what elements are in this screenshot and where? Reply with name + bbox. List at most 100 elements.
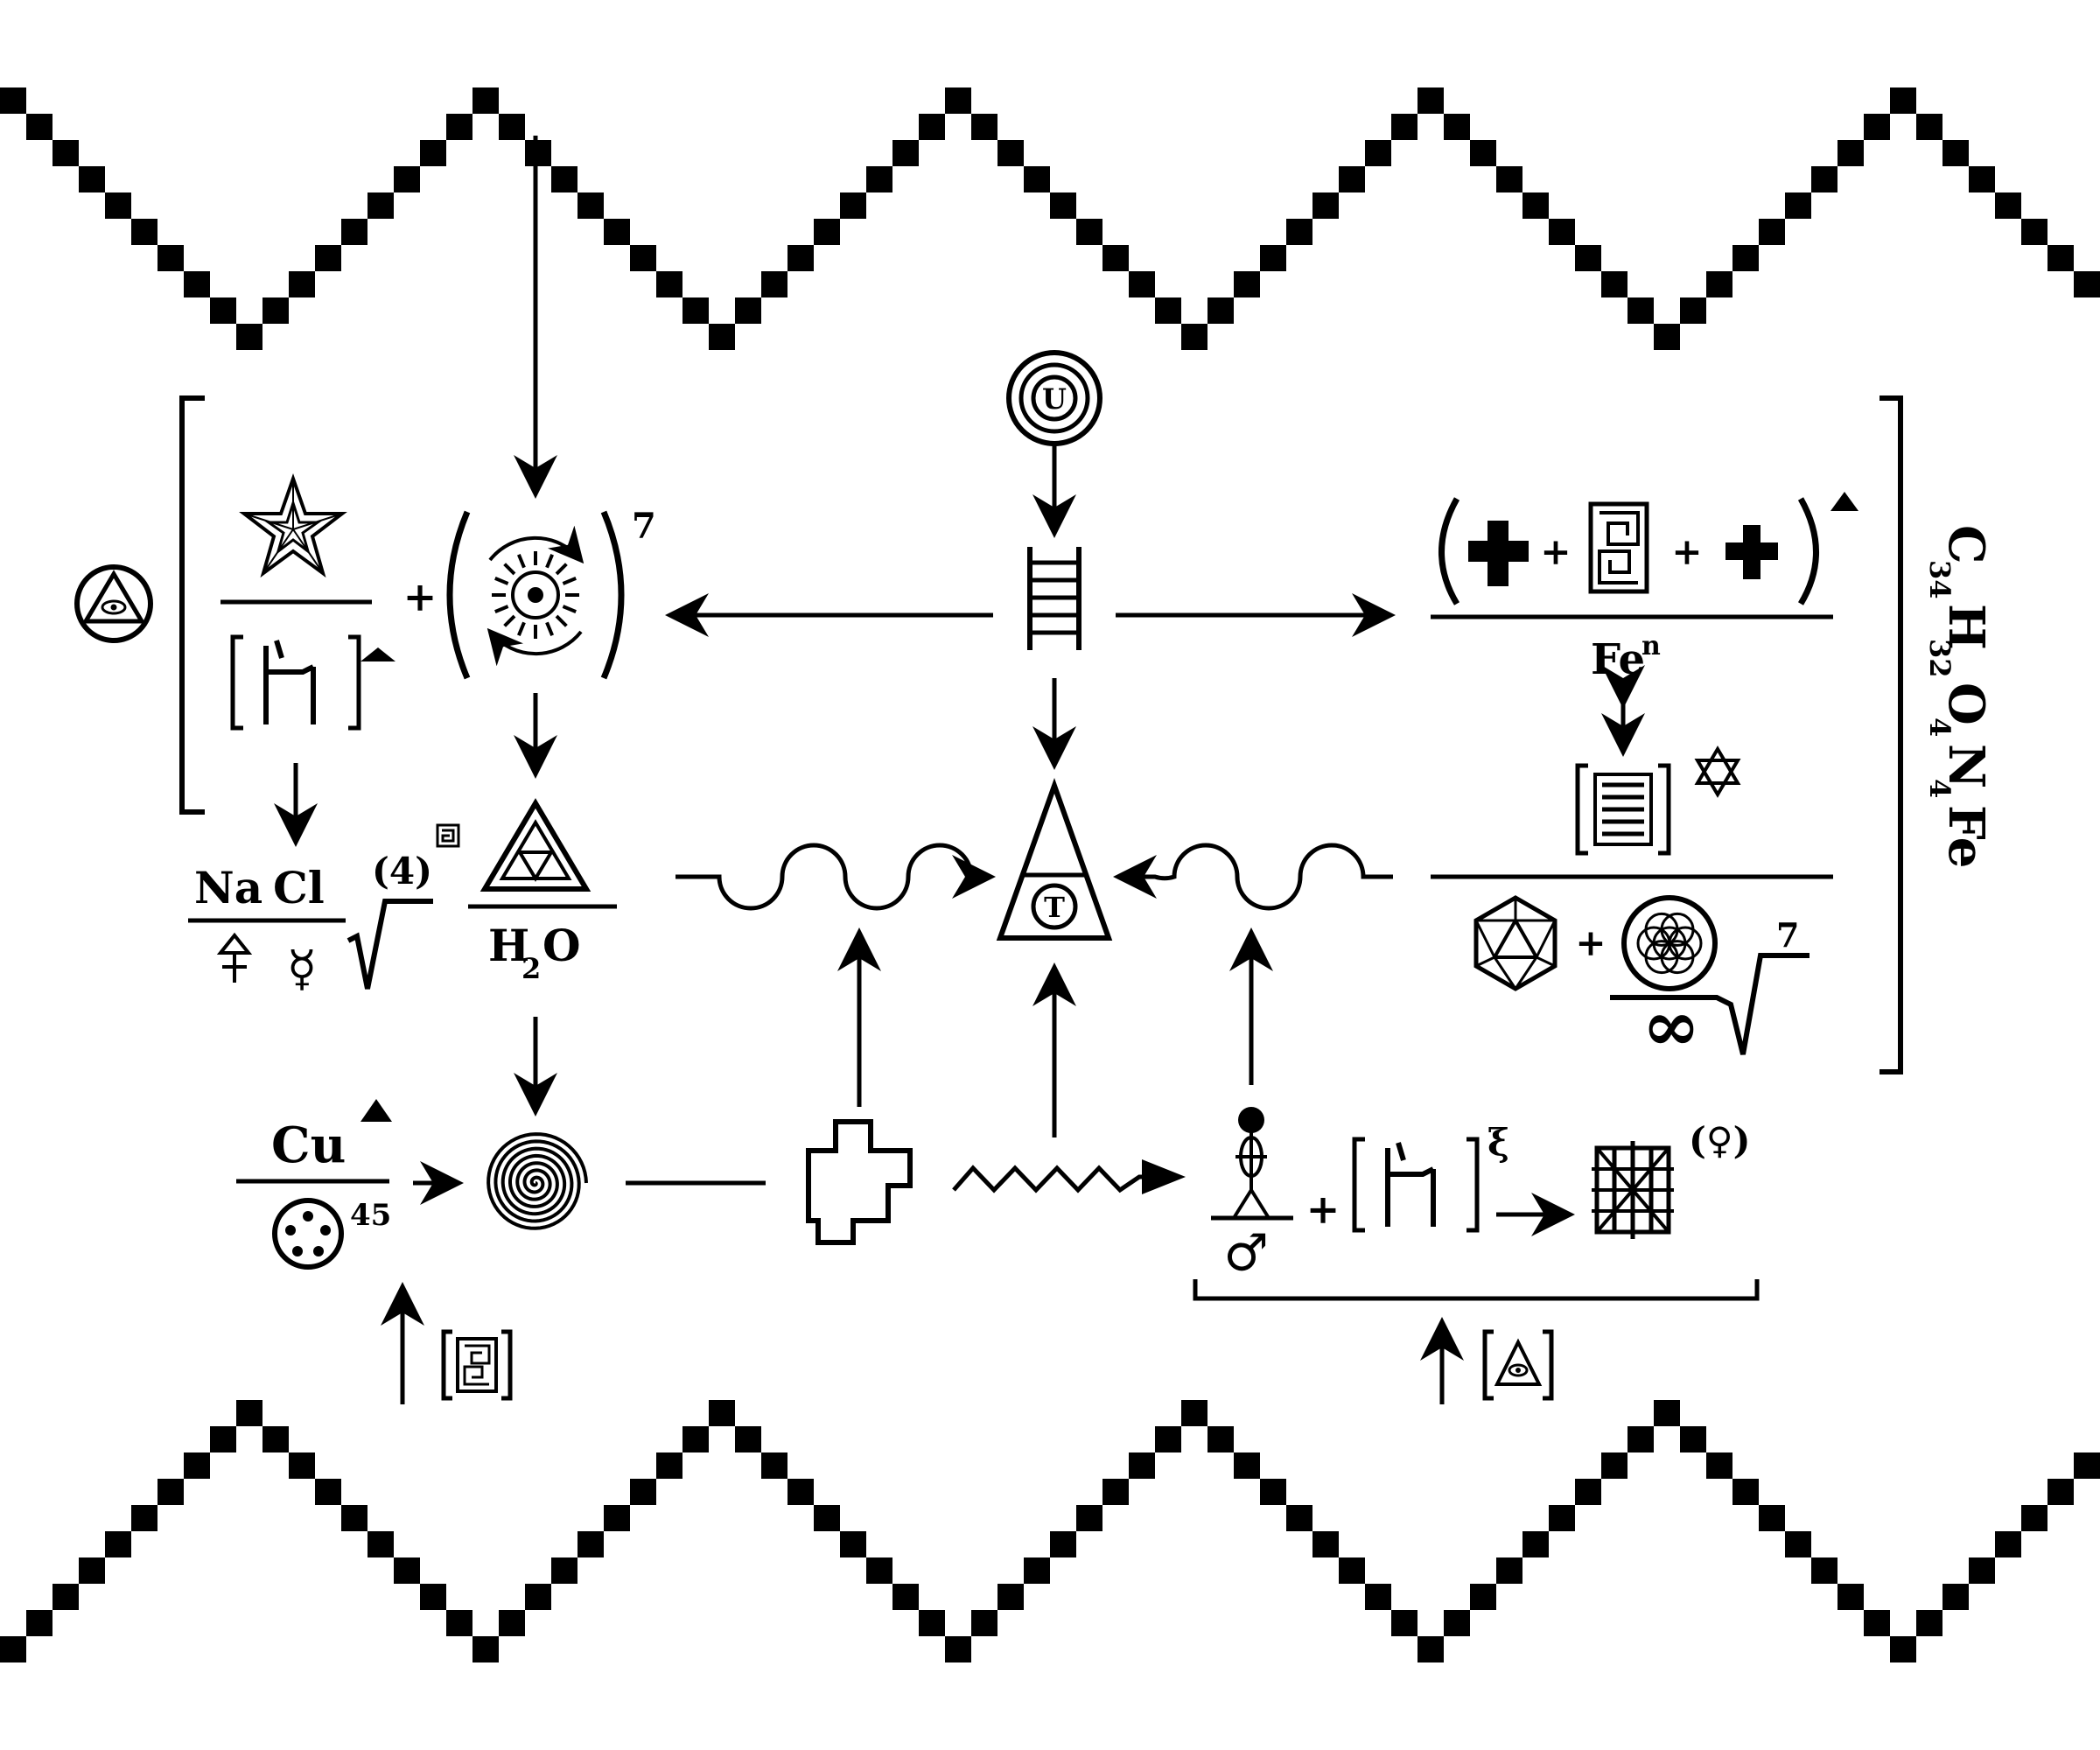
- sun-ray: [517, 621, 526, 636]
- border-step: [394, 1558, 420, 1584]
- sun-ray: [562, 577, 577, 585]
- border-step: [814, 219, 840, 245]
- ladder-icon: [1027, 547, 1082, 650]
- lines-bracket-icon: [1575, 763, 1671, 856]
- border-step: [131, 219, 158, 245]
- border-step: [1444, 114, 1470, 140]
- cross-sum-group: + +: [1438, 497, 1819, 606]
- border-step: [158, 245, 184, 271]
- border-step: [368, 192, 394, 219]
- formula-element: Fe: [1937, 805, 1995, 868]
- border-step: [420, 1584, 446, 1610]
- border-step: [656, 1452, 682, 1479]
- border-step: [1286, 1505, 1312, 1531]
- sun-ray: [503, 614, 516, 627]
- plus-sign-r2: +: [1671, 530, 1702, 573]
- border-step: [1654, 324, 1680, 350]
- border-step: [656, 271, 682, 298]
- border-step: [1312, 1531, 1339, 1558]
- grid-icon: [1592, 1141, 1674, 1239]
- border-step: [1418, 1636, 1444, 1662]
- border-step: [1995, 192, 2021, 219]
- formula-count: 4: [1923, 718, 1956, 737]
- border-step: [919, 114, 945, 140]
- sun-ray: [494, 605, 509, 613]
- formula-element: C: [1937, 525, 1995, 564]
- plus-sign-figure: +: [1306, 1186, 1340, 1233]
- triforce-icon: [480, 798, 592, 892]
- border-step: [551, 1558, 578, 1584]
- right-bracket: [1880, 396, 1903, 1074]
- zigzag-arrowhead: [1142, 1159, 1186, 1194]
- border-step: [210, 298, 236, 324]
- seal-letter: U: [1042, 382, 1067, 416]
- border-step: [262, 1426, 289, 1452]
- border-step: [1129, 1452, 1155, 1479]
- border-step: [945, 88, 971, 114]
- border-step: [1181, 324, 1208, 350]
- border-step: [1706, 271, 1732, 298]
- border-step: [131, 1505, 158, 1531]
- border-step: [578, 1531, 604, 1558]
- border-step: [892, 1584, 919, 1610]
- border-step: [1391, 1610, 1418, 1636]
- border-step: [1549, 1505, 1575, 1531]
- cu-triangle-mark: [360, 1099, 392, 1122]
- flower-petal: [1644, 912, 1679, 947]
- border-step: [1076, 219, 1102, 245]
- border-step: [1155, 1426, 1181, 1452]
- border-step: [1575, 1479, 1601, 1505]
- border-step: [1208, 1426, 1234, 1452]
- fe-exponent: n: [1642, 631, 1661, 662]
- formula-count: 34: [1923, 560, 1956, 599]
- border-step: [578, 192, 604, 219]
- border-step: [1575, 245, 1601, 271]
- border-step: [2021, 1505, 2048, 1531]
- hexagram-icon: [1694, 746, 1741, 798]
- formula-element: H: [1937, 604, 1995, 650]
- border-step: [998, 1584, 1024, 1610]
- border-step: [1365, 140, 1391, 166]
- border-step: [1680, 1426, 1706, 1452]
- h2o-h: H: [488, 920, 529, 971]
- border-step: [499, 114, 525, 140]
- section-sign: ξ: [1488, 1121, 1509, 1164]
- plus-sign-r3: +: [1575, 921, 1606, 964]
- sun-ray: [503, 563, 516, 576]
- border-step: [1496, 166, 1522, 192]
- border-step: [1680, 298, 1706, 324]
- border-step: [289, 1452, 315, 1479]
- spiral-seal-icon: U: [1006, 350, 1102, 446]
- border-step: [1811, 1558, 1838, 1584]
- greek-key-bracket-icon: [441, 1329, 513, 1401]
- sun-cycle-icon: [446, 510, 625, 680]
- disc-exponent: 45: [350, 1198, 391, 1233]
- border-step: [1339, 166, 1365, 192]
- border-step: [1234, 1452, 1260, 1479]
- border-step: [735, 1426, 761, 1452]
- border-step: [1155, 298, 1181, 324]
- border-step: [1864, 114, 1890, 140]
- sun-ray: [494, 577, 509, 585]
- connectors: [274, 136, 1575, 1404]
- border-step: [1916, 114, 1942, 140]
- sun-ray: [562, 605, 577, 613]
- h2o-o: O: [542, 920, 581, 971]
- border-step: [79, 166, 105, 192]
- border-step: [1208, 298, 1234, 324]
- border-step: [499, 1610, 525, 1636]
- triangle-t-icon: T: [996, 778, 1113, 941]
- border-step: [1785, 192, 1811, 219]
- border-step: [1942, 1584, 1969, 1610]
- sun-ray: [517, 554, 526, 569]
- bottom-underbracket: [1193, 1279, 1760, 1301]
- eye-triangle-circle-icon: [74, 564, 153, 643]
- border-step: [1260, 245, 1286, 271]
- border-step: [472, 1636, 499, 1662]
- border-step: [289, 271, 315, 298]
- flower-petal: [1660, 912, 1695, 947]
- border-step: [682, 1426, 709, 1452]
- border-step: [604, 219, 630, 245]
- wave-left: [676, 843, 996, 911]
